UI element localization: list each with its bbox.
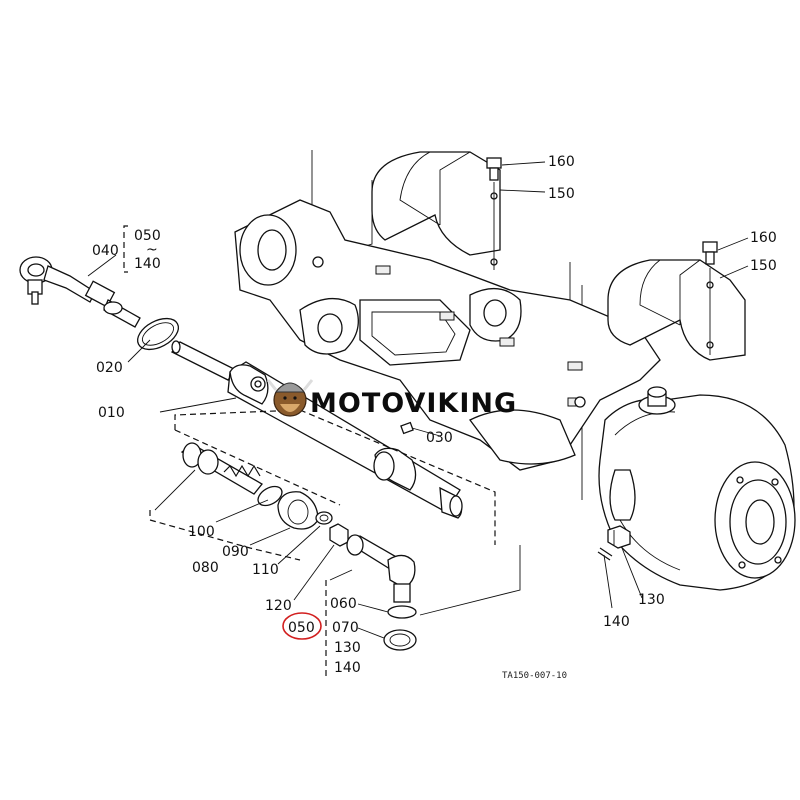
callout-090: 090	[222, 544, 249, 560]
callout-030: 030	[426, 430, 453, 446]
callout-040: 040	[92, 243, 119, 259]
callout-160: 160	[548, 154, 575, 170]
watermark: MOTOVIKING	[266, 379, 517, 419]
callout-140: 140	[603, 614, 630, 630]
guard-left	[371, 151, 501, 270]
viking-mascot-icon	[266, 379, 314, 417]
bolt-160b	[702, 241, 718, 265]
callout-160: 160	[750, 230, 777, 246]
range-bracket	[123, 225, 128, 273]
callout-range-tilde: ~	[146, 242, 158, 258]
callout-120: 120	[265, 598, 292, 614]
cotter-pin-140	[597, 547, 613, 561]
callout-100: 100	[188, 524, 215, 540]
callout-130: 130	[638, 592, 665, 608]
callout-150: 150	[750, 258, 777, 274]
callout-130: 130	[334, 640, 361, 656]
drawing-code: TA150-007-10	[502, 671, 567, 681]
bolt-160a	[486, 157, 502, 181]
callout-range-end: 140	[134, 256, 161, 272]
callout-080: 080	[192, 560, 219, 576]
callout-020: 020	[96, 360, 123, 376]
callout-110: 110	[252, 562, 279, 578]
callout-070: 070	[332, 620, 359, 636]
callout-010: 010	[98, 405, 125, 421]
watermark-text: MOTOVIKING	[310, 388, 517, 419]
guard-right	[607, 259, 746, 361]
final-drive-hub	[598, 386, 796, 591]
callout-150: 150	[548, 186, 575, 202]
callout-range-start: 050	[134, 228, 161, 244]
highlight-circle	[282, 612, 322, 640]
castle-nut-130	[607, 525, 631, 549]
callout-050-highlighted: 050	[288, 620, 315, 636]
tie-rod-end-040	[19, 256, 141, 328]
axle-housing	[234, 150, 661, 616]
tie-rod-080	[149, 442, 349, 561]
screw-030	[400, 421, 414, 435]
callout-060: 060	[330, 596, 357, 612]
callout-labels: 160 150 160 150 040 050 ~ 140 020 010 03…	[92, 154, 777, 676]
leader-lines	[87, 161, 749, 639]
callout-140: 140	[334, 660, 361, 676]
